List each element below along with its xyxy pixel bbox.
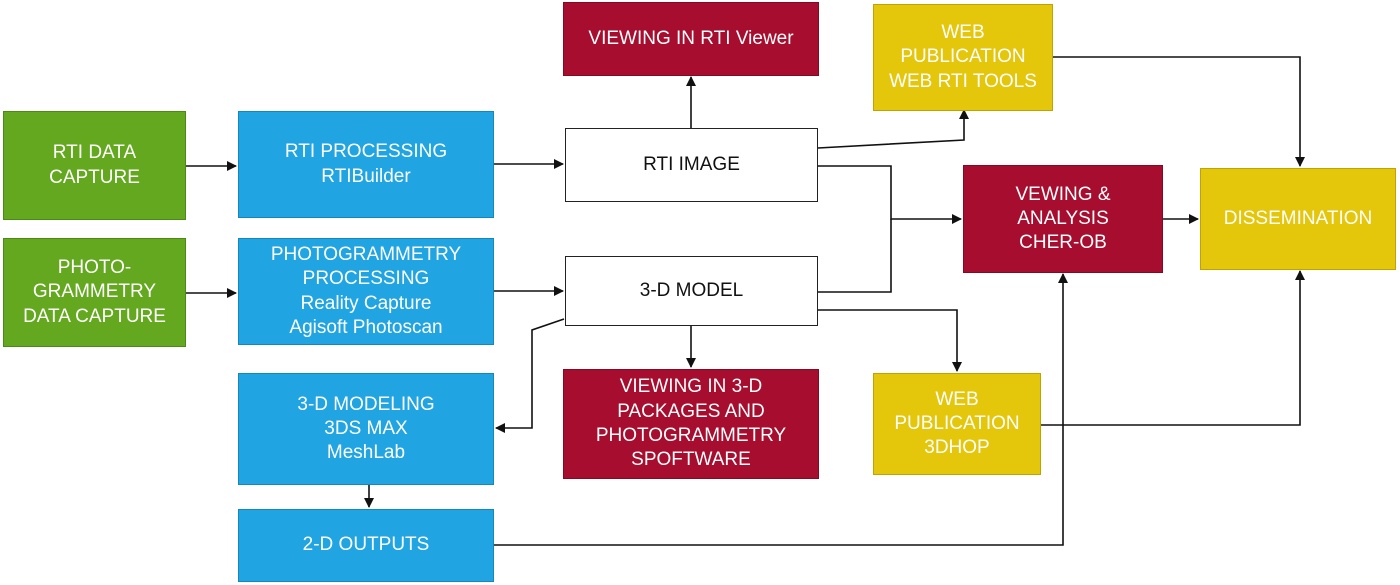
photogrammetry-data-capture-node: PHOTO- GRAMMETRY DATA CAPTURE xyxy=(3,238,186,347)
viewing-rti-viewer-node: VIEWING IN RTI Viewer xyxy=(563,2,819,76)
edge-3d-model-to-web-3dhop xyxy=(818,309,962,372)
web-publication-rti-tools-node: WEB PUBLICATION WEB RTI TOOLS xyxy=(873,4,1053,111)
rti-image-node: RTI IMAGE xyxy=(565,128,818,202)
edge-3d-model-to-viewing-analysis xyxy=(818,219,892,293)
viewing-3d-packages-node: VIEWING IN 3-D PACKAGES AND PHOTOGRAMMET… xyxy=(563,369,819,479)
web-publication-3dhop-node: WEB PUBLICATION 3DHOP xyxy=(873,373,1041,475)
3d-model-node: 3-D MODEL xyxy=(565,256,818,326)
edge-web-3dhop-to-dissemination xyxy=(1041,270,1305,426)
dissemination-node: DISSEMINATION xyxy=(1200,168,1396,270)
edge-web-rti-to-dissemination xyxy=(1053,56,1305,167)
viewing-analysis-cher-ob-node: VEWING & ANALYSIS CHER-OB xyxy=(963,165,1163,273)
2d-outputs-node: 2-D OUTPUTS xyxy=(238,509,494,582)
edge-3d-model-to-modeling xyxy=(495,318,565,433)
3d-modeling-node: 3-D MODELING 3DS MAX MeshLab xyxy=(238,373,494,485)
rti-data-capture-node: RTI DATA CAPTURE xyxy=(3,111,186,220)
edge-2d-outputs-to-viewing-analysis xyxy=(494,273,1068,546)
edge-rti-image-to-viewing-analysis xyxy=(818,165,962,224)
edge-rti-image-to-web-rti xyxy=(817,109,969,149)
rti-processing-node: RTI PROCESSING RTIBuilder xyxy=(238,111,494,218)
photogrammetry-processing-node: PHOTOGRAMMETRY PROCESSING Reality Captur… xyxy=(238,238,494,345)
